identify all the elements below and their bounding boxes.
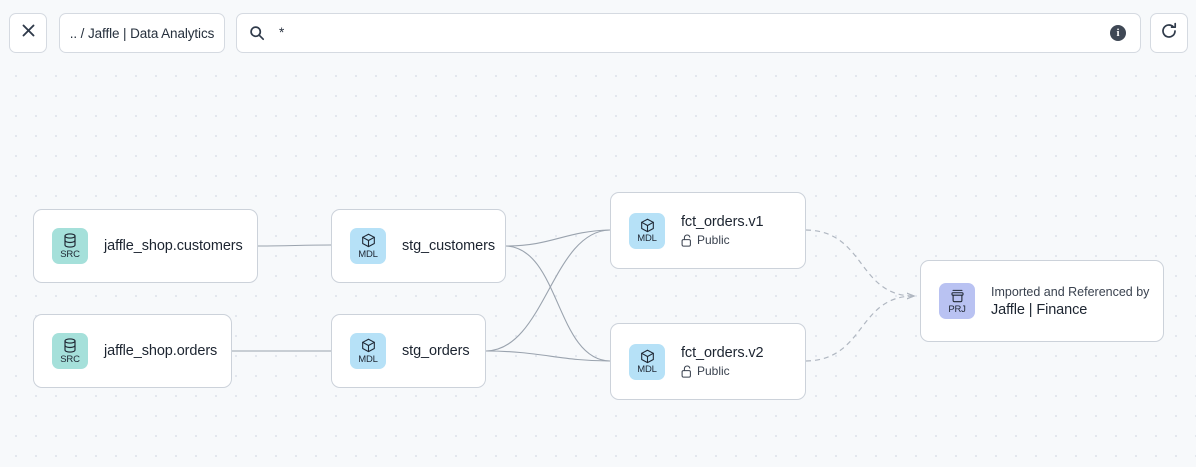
graph-node-fct-orders-v1[interactable]: MDL fct_orders.v1 Public [610, 192, 806, 269]
search-input[interactable]: * i [236, 13, 1141, 53]
edge-stg-customers-to-fct-v1 [505, 229, 611, 247]
graph-node-fct-orders-v2[interactable]: MDL fct_orders.v2 Public [610, 323, 806, 400]
edge-src-customers-to-stg-customers [257, 244, 332, 247]
edge-fct-v2-to-prj [805, 296, 914, 362]
node-label-group: jaffle_shop.customers [104, 238, 243, 254]
refresh-icon [1160, 22, 1178, 45]
info-icon[interactable]: i [1110, 25, 1126, 41]
badge-label: MDL [637, 364, 657, 375]
badge-label: SRC [60, 248, 80, 260]
close-button[interactable] [9, 13, 47, 53]
unlock-icon [681, 233, 692, 247]
node-label-group: Imported and Referenced by Jaffle | Fina… [991, 285, 1149, 318]
node-label-group: fct_orders.v1 Public [681, 214, 764, 247]
search-icon [249, 25, 265, 41]
badge-mdl: MDL [350, 228, 386, 264]
search-value: * [279, 25, 285, 41]
badge-label: PRJ [948, 303, 966, 315]
toolbar: .. / Jaffle | Data Analytics * i [0, 0, 1196, 66]
node-meta-bottom: Jaffle | Finance [991, 301, 1088, 318]
info-icon-label: i [1116, 27, 1120, 39]
node-label-group: fct_orders.v2 Public [681, 345, 764, 378]
node-visibility: Public [681, 364, 764, 378]
graph-node-stg-orders[interactable]: MDL stg_orders [331, 314, 486, 388]
badge-mdl: MDL [629, 212, 665, 249]
graph-node-prj-jaffle-finance[interactable]: PRJ Imported and Referenced by Jaffle | … [920, 260, 1164, 342]
database-icon [63, 233, 77, 249]
badge-label: MDL [637, 233, 657, 244]
unlock-icon [681, 364, 692, 378]
node-meta-top: Imported and Referenced by [991, 284, 1150, 299]
badge-src: SRC [52, 333, 88, 369]
breadcrumb[interactable]: .. / Jaffle | Data Analytics [59, 13, 225, 53]
node-title: fct_orders.v1 [681, 214, 764, 230]
close-icon [21, 23, 36, 43]
badge-mdl: MDL [629, 343, 665, 380]
node-visibility-label: Public [697, 364, 730, 378]
breadcrumb-label: .. / Jaffle | Data Analytics [69, 25, 215, 41]
badge-label: MDL [358, 353, 378, 365]
node-title: stg_customers [402, 238, 495, 254]
edge-stg-customers-to-fct-v2 [505, 245, 611, 362]
badge-src: SRC [52, 228, 88, 264]
cube-icon [361, 233, 376, 249]
project-box-icon [950, 288, 965, 304]
node-visibility: Public [681, 233, 764, 247]
badge-prj: PRJ [939, 283, 975, 319]
node-visibility-label: Public [697, 233, 730, 247]
database-icon [63, 338, 77, 354]
badge-label: MDL [358, 248, 378, 260]
node-title: stg_orders [402, 343, 470, 359]
node-label-group: jaffle_shop.orders [104, 343, 217, 359]
cube-icon [640, 348, 655, 364]
graph-node-src-orders[interactable]: SRC jaffle_shop.orders [33, 314, 232, 388]
cube-icon [640, 217, 655, 233]
graph-canvas[interactable]: SRC jaffle_shop.customers SRC jaffle_sh [0, 60, 1196, 467]
node-title: jaffle_shop.orders [104, 343, 218, 359]
edge-stg-orders-to-fct-v2 [485, 350, 611, 362]
node-title: fct_orders.v2 [681, 345, 764, 361]
node-title: jaffle_shop.customers [104, 238, 243, 254]
refresh-button[interactable] [1150, 13, 1188, 53]
graph-node-src-customers[interactable]: SRC jaffle_shop.customers [33, 209, 258, 283]
badge-label: SRC [60, 353, 80, 365]
edge-fct-v1-to-prj [805, 229, 914, 296]
node-label-group: stg_orders [402, 343, 470, 359]
cube-icon [361, 338, 376, 354]
graph-node-stg-customers[interactable]: MDL stg_customers [331, 209, 506, 283]
node-label-group: stg_customers [402, 238, 495, 254]
badge-mdl: MDL [350, 333, 386, 369]
